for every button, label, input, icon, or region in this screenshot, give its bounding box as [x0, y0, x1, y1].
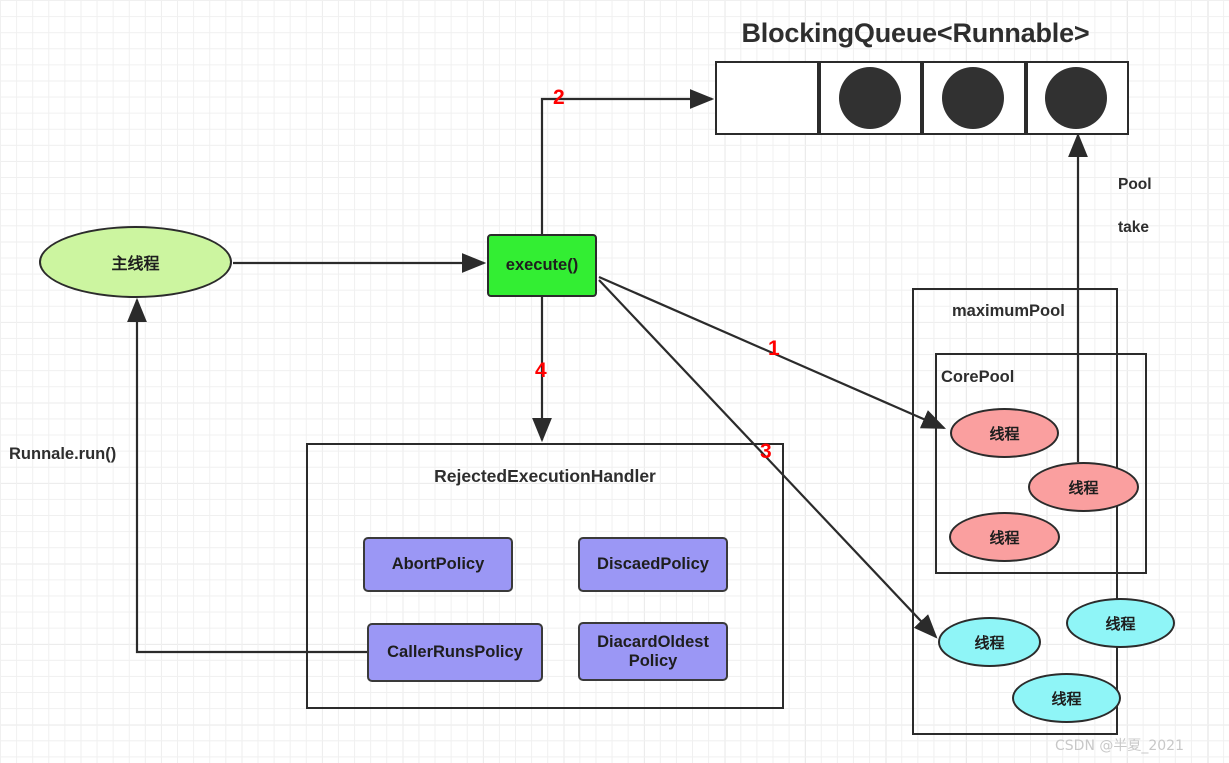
queue-cell-1 [715, 61, 819, 135]
core-thread-2: 线程 [1028, 462, 1139, 512]
step-number-2: 2 [553, 86, 565, 109]
step-number-1: 1 [768, 337, 780, 360]
execute-node: execute() [487, 234, 597, 297]
core-thread-3-label: 线程 [989, 529, 1020, 547]
core-thread-1: 线程 [950, 408, 1059, 458]
pool-edge-label: Pool [1118, 176, 1152, 193]
maximum-pool-label: maximumPool [952, 302, 1065, 320]
policy-discard-label: DiscaedPolicy [597, 555, 709, 574]
take-edge-label: take [1118, 219, 1150, 236]
blocking-queue-title: BlockingQueue<Runnable> [741, 18, 1090, 48]
policy-abort: AbortPolicy [363, 537, 513, 592]
core-pool-label: CorePool [941, 368, 1015, 386]
step-number-3: 3 [760, 440, 772, 463]
queue-task-dot-2 [942, 67, 1004, 129]
core-thread-3: 线程 [949, 512, 1060, 562]
queue-task-dot-3 [1045, 67, 1107, 129]
main-thread-label: 主线程 [111, 256, 160, 273]
step-number-4: 4 [535, 359, 547, 382]
policy-caller-runs-label: CallerRunsPolicy [387, 643, 523, 662]
policy-discard: DiscaedPolicy [578, 537, 728, 592]
policy-discard-oldest-label: DiacardOldest Policy [597, 632, 709, 670]
watermark: CSDN @半夏_2021 [1055, 738, 1184, 754]
core-pool-box [935, 353, 1147, 574]
queue-task-dot-1 [839, 67, 901, 129]
edge-execute-to-queue [540, 89, 715, 234]
policy-caller-runs: CallerRunsPolicy [367, 623, 543, 682]
main-thread-node: 主线程 [39, 226, 232, 298]
core-thread-2-label: 线程 [1068, 479, 1099, 497]
extra-thread-1: 线程 [938, 617, 1041, 667]
maximum-pool-box [912, 288, 1118, 735]
rejected-execution-handler-box [306, 443, 784, 709]
extra-thread-3-label: 线程 [1051, 690, 1082, 708]
execute-label: execute() [505, 256, 579, 274]
extra-thread-3: 线程 [1012, 673, 1121, 723]
extra-thread-2-label: 线程 [1105, 615, 1136, 633]
core-thread-1-label: 线程 [989, 425, 1020, 443]
policy-abort-label: AbortPolicy [391, 555, 485, 574]
rejected-execution-handler-title: RejectedExecutionHandler [434, 466, 656, 486]
runnable-run-edge-label: Runnale.run() [9, 445, 117, 463]
extra-thread-1-label: 线程 [974, 634, 1005, 652]
extra-thread-2: 线程 [1066, 598, 1175, 648]
policy-discard-oldest: DiacardOldest Policy [578, 622, 728, 681]
